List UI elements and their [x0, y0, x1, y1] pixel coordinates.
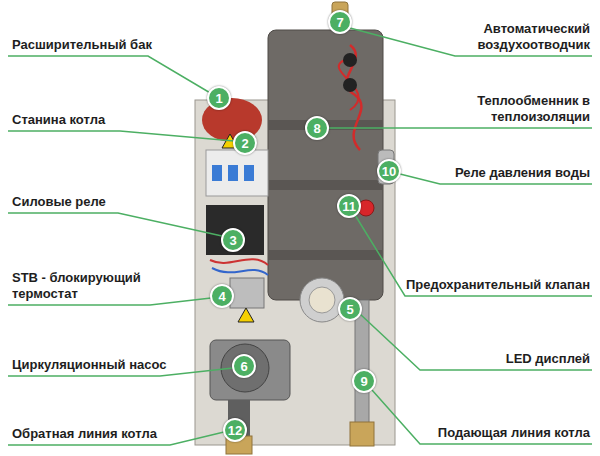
- callout-circle: 7: [328, 10, 352, 34]
- leader-line: [8, 131, 234, 141]
- part-label: Реле давления воды: [430, 165, 590, 181]
- callout-number: 8: [313, 122, 320, 135]
- part-label: Теплообменник в теплоизоляции: [460, 93, 590, 125]
- breaker-switch: [228, 165, 238, 181]
- breaker-switch: [244, 165, 254, 181]
- callout-number: 12: [228, 424, 242, 437]
- supply-pipe: [355, 300, 369, 425]
- callout-number: 9: [360, 375, 367, 388]
- part-label: Циркуляционный насос: [12, 357, 212, 373]
- led-display: [300, 278, 344, 322]
- heater-terminal: [343, 78, 357, 92]
- callout-circle: 9: [352, 369, 376, 393]
- part-label: Подающая линия котла: [420, 425, 590, 441]
- callout-circle: 11: [337, 194, 361, 218]
- callout-circle: 1: [207, 86, 231, 110]
- leader-lines: [8, 28, 592, 445]
- part-label: Предохранительный клапан: [400, 277, 590, 293]
- leader-line: [8, 56, 212, 94]
- leader-line: [355, 215, 592, 296]
- part-label: STB - блокирующий термостат: [12, 270, 152, 302]
- display-face: [309, 287, 335, 313]
- part-label: Расширительный бак: [12, 37, 212, 53]
- warning-sign: [238, 308, 254, 322]
- callout-circle: 5: [338, 297, 362, 321]
- callout-number: 6: [240, 360, 247, 373]
- callout-number: 11: [342, 200, 356, 213]
- wire: [212, 268, 268, 275]
- callout-circle: 8: [305, 116, 329, 140]
- pump-housing: [210, 340, 290, 400]
- leader-line: [8, 213, 222, 236]
- heater-terminal: [343, 53, 357, 67]
- leader-line: [372, 390, 592, 444]
- leader-line: [360, 314, 592, 370]
- part-label: Станина котла: [12, 112, 212, 128]
- callout-number: 1: [215, 92, 222, 105]
- callout-number: 5: [346, 303, 353, 316]
- part-label: Обратная линия котла: [12, 426, 222, 442]
- exchanger-band: [268, 180, 383, 190]
- callout-circle: 4: [210, 284, 234, 308]
- callout-circle: 3: [221, 228, 245, 252]
- callout-number: 7: [336, 16, 343, 29]
- supply-fitting: [350, 422, 374, 446]
- circuit-breakers: [206, 150, 268, 196]
- callout-number: 10: [382, 165, 396, 178]
- breaker-switch: [212, 165, 222, 181]
- exchanger-band: [268, 250, 383, 260]
- callout-number: 3: [229, 234, 236, 247]
- part-label: LED дисплей: [450, 351, 590, 367]
- callout-circle: 2: [233, 131, 257, 155]
- callout-number: 2: [241, 137, 248, 150]
- leader-line: [328, 127, 592, 129]
- wire: [210, 259, 268, 265]
- callout-circle: 12: [223, 418, 247, 442]
- callout-circle: 10: [377, 159, 401, 183]
- callout-number: 4: [218, 290, 225, 303]
- wire: [339, 60, 359, 110]
- stb-thermostat: [230, 278, 264, 308]
- part-label: Автоматический воздухоотводчик: [465, 21, 590, 53]
- part-label: Силовые реле: [12, 194, 212, 210]
- heat-exchanger: [268, 30, 383, 300]
- callout-circle: 6: [232, 354, 256, 378]
- power-relays: [206, 205, 264, 255]
